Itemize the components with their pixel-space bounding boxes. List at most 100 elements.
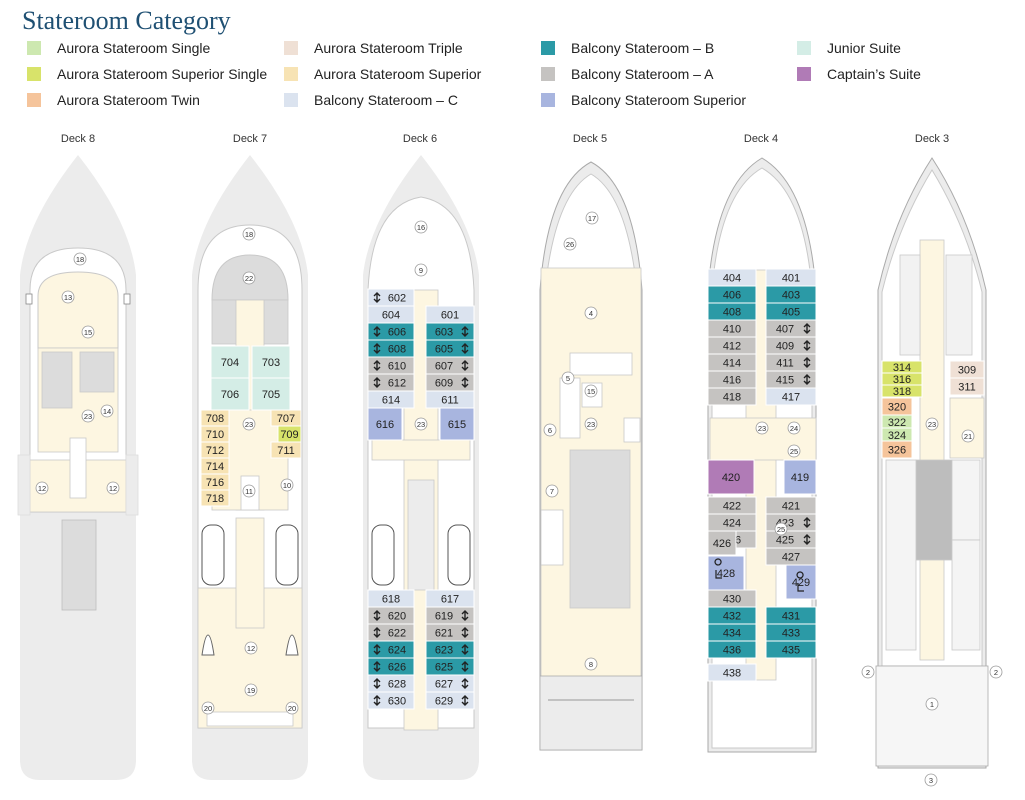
- cabin-number: 624: [388, 645, 406, 657]
- cabin-number: 601: [441, 310, 459, 322]
- balcony-arrow-icon: [373, 695, 381, 706]
- location-marker-icon: [73, 252, 87, 266]
- cabin-number: 703: [262, 357, 280, 369]
- cabin-number: 419: [791, 472, 809, 484]
- service-room: [41, 351, 73, 409]
- location-marker-number: 20: [288, 704, 296, 713]
- cabin-number: 411: [776, 358, 794, 370]
- location-marker-icon: [961, 429, 975, 443]
- location-marker-number: 12: [109, 484, 117, 493]
- location-marker-icon: [100, 404, 114, 418]
- location-marker-number: 18: [245, 230, 253, 239]
- location-marker-icon: [414, 263, 428, 277]
- service-room: [540, 509, 564, 566]
- legend-label: Balcony Stateroom – A: [571, 66, 714, 82]
- balcony-arrow-icon: [373, 610, 381, 621]
- location-marker-icon: [774, 522, 788, 536]
- cabin-number: 614: [382, 395, 400, 407]
- aft-deck-area: [875, 665, 989, 767]
- cabin-number: 430: [723, 594, 741, 606]
- cabin-number: 422: [723, 501, 741, 513]
- location-marker-number: 10: [283, 481, 291, 490]
- accessible-icon: [796, 571, 804, 592]
- legend-label: Captain’s Suite: [827, 66, 921, 82]
- sun-deck-area: [37, 271, 119, 349]
- legend-label: Balcony Stateroom – C: [314, 92, 458, 108]
- balcony-arrow-icon: [373, 678, 381, 689]
- legend-item-balcony-b: Balcony Stateroom – B: [541, 38, 714, 58]
- balcony-arrow-icon: [461, 678, 469, 689]
- location-marker-icon: [242, 417, 256, 431]
- cabin-number: 603: [435, 327, 453, 339]
- location-marker-number: 26: [566, 240, 574, 249]
- cabin-number: 606: [388, 327, 406, 339]
- stairwell: [559, 377, 581, 439]
- location-marker-number: 19: [247, 686, 255, 695]
- cabin-number: 324: [888, 430, 906, 442]
- location-marker-number: 25: [790, 447, 798, 456]
- cabin-number: 425: [776, 535, 794, 547]
- cabin-number: 704: [221, 357, 239, 369]
- cabin-number: 627: [435, 679, 453, 691]
- location-marker-number: 22: [245, 274, 253, 283]
- location-marker-icon: [787, 444, 801, 458]
- cabin-number: 709: [280, 429, 298, 441]
- cabin-number: 434: [723, 628, 741, 640]
- legend-swatch: [284, 67, 298, 81]
- location-marker-number: 12: [38, 484, 46, 493]
- location-marker-icon: [584, 657, 598, 671]
- cabin-718: [200, 489, 230, 507]
- cabin-number: 403: [782, 290, 800, 302]
- cabin-number: 617: [441, 594, 459, 606]
- location-marker-icon: [563, 237, 577, 251]
- cabin-630: [367, 691, 415, 710]
- cabin-311: [949, 377, 985, 396]
- location-marker-number: 16: [417, 223, 425, 232]
- location-marker-icon: [414, 417, 428, 431]
- location-marker-number: 8: [589, 660, 593, 669]
- lobby: [949, 397, 985, 459]
- balcony-arrow-icon: [373, 627, 381, 638]
- legend-item-aurora-superior-single: Aurora Stateroom Superior Single: [27, 64, 267, 84]
- cabin-704: [210, 345, 250, 379]
- crew-area: [945, 254, 973, 356]
- location-marker-icon: [584, 417, 598, 431]
- deck-label-7: Deck 7: [232, 133, 268, 145]
- lifeboat-icon: [447, 524, 471, 586]
- cabin-438: [707, 663, 757, 682]
- legend-swatch: [797, 67, 811, 81]
- cabin-number: 626: [388, 662, 406, 674]
- cabin-number: 417: [782, 392, 800, 404]
- legend-swatch: [541, 67, 555, 81]
- location-marker-icon: [545, 484, 559, 498]
- balcony-arrow-icon: [373, 644, 381, 655]
- cabin-number: 705: [262, 389, 280, 401]
- cabin-420: [707, 459, 755, 495]
- cabin-number: 616: [376, 419, 394, 431]
- location-marker-number: 2: [866, 668, 870, 677]
- balcony-arrow-icon: [803, 374, 811, 385]
- crew-area: [899, 254, 921, 356]
- cabin-number: 619: [435, 611, 453, 623]
- cabin-426: [707, 530, 737, 556]
- legend-swatch: [541, 41, 555, 55]
- aft-deck-area: [539, 675, 643, 751]
- cabin-705: [251, 377, 291, 411]
- location-marker-icon: [61, 290, 75, 304]
- legend-label: Balcony Stateroom Superior: [571, 92, 747, 108]
- cabin-number: 320: [888, 402, 906, 414]
- location-marker-number: 3: [929, 776, 933, 785]
- central-corridor: [919, 239, 945, 661]
- cabin-number: 628: [388, 679, 406, 691]
- cabin-number: 609: [435, 378, 453, 390]
- location-marker-number: 12: [247, 644, 255, 653]
- location-marker-number: 2: [994, 668, 998, 677]
- cabin-436: [707, 640, 757, 659]
- location-marker-number: 13: [64, 293, 72, 302]
- balcony-arrow-icon: [461, 326, 469, 337]
- cabin-number: 621: [435, 628, 453, 640]
- cabin-number: 424: [723, 518, 741, 530]
